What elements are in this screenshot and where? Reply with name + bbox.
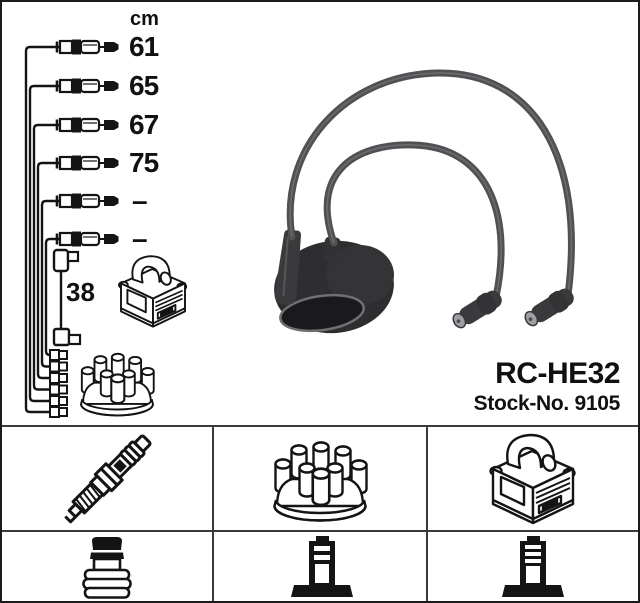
distributor-cap-icon [225, 429, 415, 529]
cable-highlight [289, 72, 573, 296]
wire-length-label-6: – [132, 223, 148, 254]
ignition-coil-icon [489, 433, 576, 524]
coil-wire-drawing [52, 248, 82, 347]
cable-highlight [326, 144, 502, 298]
plug-boot-terminal-icon [82, 535, 132, 599]
legend-cell-distributor-cap [214, 427, 428, 532]
spark-plug-icon [57, 429, 157, 528]
product-code-block: RC-HE32 Stock-No. 9105 [473, 357, 621, 415]
plug-wires [24, 45, 59, 414]
legend-cell-spark-plug [2, 427, 214, 532]
straight-plug-boot [274, 229, 302, 305]
rubber-cap [274, 236, 394, 334]
wire-length-label-2: 65 [129, 70, 159, 101]
distributor-cap-drawing [81, 354, 154, 416]
coil-wire-length-label: 38 [66, 277, 95, 307]
wire-end-connectors [55, 38, 120, 248]
distributor-terminals [49, 349, 68, 418]
ignition-coil-drawing [118, 255, 188, 328]
unit-label: cm [130, 8, 159, 30]
wire-length-label-5: – [132, 185, 148, 216]
wire-harness-drawing [24, 38, 188, 418]
wire-length-label-4: 75 [129, 147, 159, 178]
angled-plug-boot [452, 290, 502, 329]
wire-length-label-3: 67 [129, 109, 159, 140]
legend-cell-ignition-coil [428, 427, 638, 532]
wire-length-label-1: 61 [129, 31, 159, 62]
legend-cell-plug-boot-terminal [2, 532, 214, 601]
angled-plug-boot [524, 288, 574, 327]
legend-cell-distributor-terminal [214, 532, 428, 601]
cables-photo [274, 69, 575, 334]
stock-number: Stock-No. 9105 [473, 392, 621, 415]
legend-cell-coil-terminal [428, 532, 638, 601]
distributor-terminal-icon [291, 535, 353, 597]
component-legend-table [2, 425, 638, 601]
coil-terminal-icon [502, 535, 564, 597]
product-code: RC-HE32 [495, 357, 620, 390]
